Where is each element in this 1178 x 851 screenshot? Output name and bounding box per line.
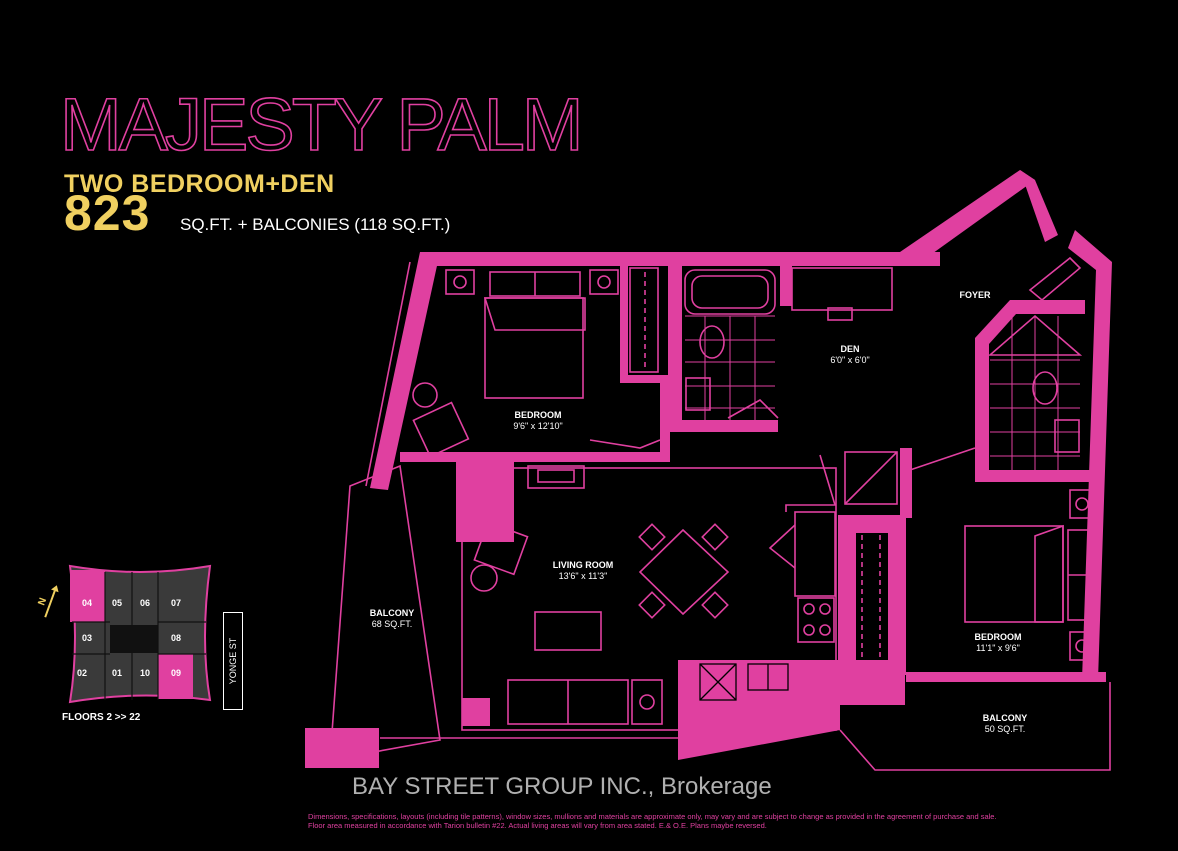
brokerage-watermark: BAY STREET GROUP INC., Brokerage [352, 773, 772, 800]
unit-04-highlight [70, 570, 105, 622]
unit-09: 09 [171, 668, 181, 678]
unit-01: 01 [112, 668, 122, 678]
west-wall [370, 252, 440, 490]
room-den: DEN 6'0" x 6'0" [830, 344, 870, 366]
room-balcony-1: BALCONY 68 SQ.FT. [369, 608, 415, 630]
north-wall [420, 252, 940, 266]
bed1 [484, 297, 584, 399]
unit-type: TWO BEDROOM+DEN [64, 170, 335, 198]
unit-10: 10 [140, 668, 150, 678]
balcony-east-outline [839, 682, 1111, 771]
room-bedroom-1: BEDROOM 9'6" x 12'10" [513, 410, 563, 432]
square-footage: 823 [64, 185, 151, 241]
unit-03: 03 [82, 633, 92, 643]
balcony-post [305, 728, 379, 768]
bath2-south-wall [975, 470, 1095, 482]
bedroom2-south-wall [906, 672, 1106, 682]
street-label: YONGE ST [223, 612, 243, 710]
room-living: LIVING ROOM 13'6" x 11'3" [552, 560, 614, 582]
unit-07: 07 [171, 598, 181, 608]
unit-08: 08 [171, 633, 181, 643]
northeast-wall-a [900, 170, 1035, 266]
bed2 [964, 525, 1064, 623]
bath1-west-wall [668, 266, 682, 430]
closet-bottom [620, 375, 670, 383]
disclaimer: Dimensions, specifications, layouts (inc… [308, 812, 997, 831]
room-bedroom-2: BEDROOM 11'1" x 9'6" [974, 632, 1022, 654]
floors-label: FLOORS 2 >> 22 [62, 712, 141, 723]
entry-wall [900, 448, 912, 518]
foyer-wall [975, 300, 1085, 344]
unit-02: 02 [77, 668, 87, 678]
bath1-south-wall [668, 420, 778, 432]
kitchen-east-wall [838, 515, 856, 675]
northeast-wall-b [1020, 170, 1058, 242]
bath2-west-wall [975, 338, 989, 478]
bedroom-east-wall [660, 382, 670, 462]
unit-06: 06 [140, 598, 150, 608]
square-footage-detail: SQ.FT. + BALCONIES (118 SQ.FT.) [180, 215, 451, 234]
closet-wall [620, 266, 628, 382]
bath1-east-wall [780, 266, 792, 306]
dining-table [638, 528, 730, 616]
wall-header [856, 515, 888, 533]
svg-text:N: N [36, 597, 49, 608]
bedroom-south-wall [400, 452, 660, 462]
key-plan: 04 05 06 07 03 08 02 01 10 09 N [36, 564, 212, 704]
unit-04: 04 [82, 598, 92, 608]
north-arrow-icon: N [36, 585, 59, 618]
room-balcony-2: BALCONY 50 SQ.FT. [982, 713, 1028, 735]
plan-title: MAJESTY PALM [59, 83, 584, 166]
unit-05: 05 [112, 598, 122, 608]
kitchen-counter [678, 660, 905, 760]
living-post [462, 698, 490, 726]
balcony-west-outline [329, 464, 441, 761]
unit-09-highlight [158, 654, 193, 699]
bedroom2-west-wall [888, 515, 906, 675]
room-foyer: FOYER [959, 290, 991, 300]
east-wall [1068, 230, 1112, 680]
